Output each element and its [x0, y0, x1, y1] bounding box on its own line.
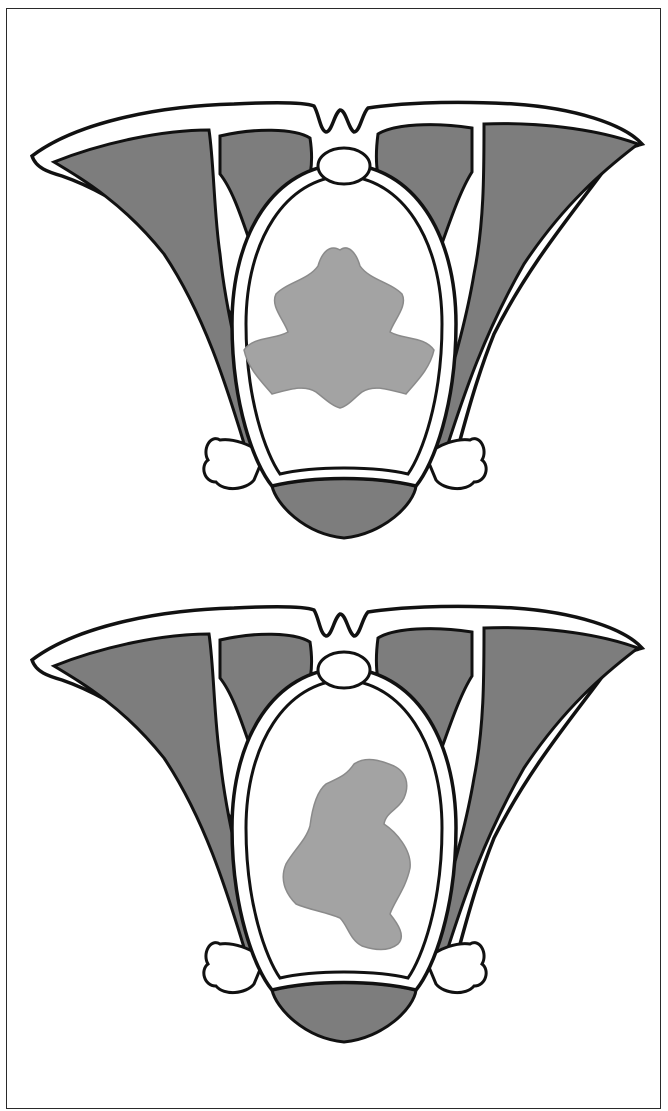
cross-section-svg-top: [14, 84, 654, 544]
cross-section-diagram-top: [14, 84, 654, 544]
dorsal-knob: [318, 652, 370, 688]
cross-section-svg-bottom: [14, 588, 654, 1048]
cross-section-diagram-bottom: [14, 588, 654, 1048]
base-muscle: [272, 983, 416, 1043]
dorsal-knob: [318, 148, 370, 184]
base-muscle: [272, 479, 416, 539]
